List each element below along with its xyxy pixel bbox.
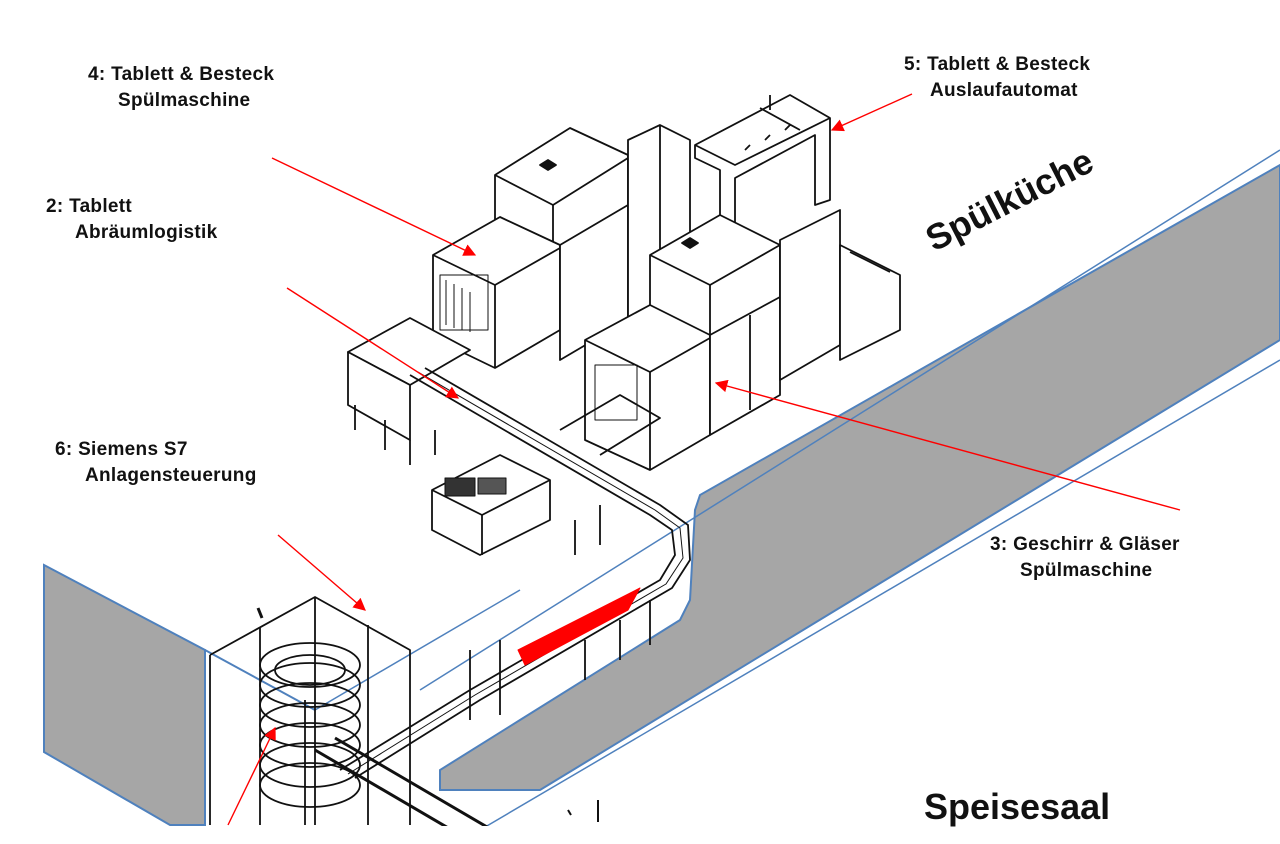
loading-table <box>347 317 471 465</box>
bottom-margin <box>0 826 1280 844</box>
arrow-callout-5 <box>830 93 913 132</box>
arrow-callout-3 <box>714 379 1181 511</box>
dishes-glasses-dishwasher <box>584 209 901 471</box>
callout-6-line2: Anlagensteuerung <box>85 465 257 486</box>
callout-2-line2: Abräumlogistik <box>75 222 218 243</box>
arrow-callout-4 <box>271 157 477 256</box>
callout-3-line2: Spülmaschine <box>1020 560 1153 581</box>
callout-5-line1: 5: Tablett & Besteck <box>904 54 1091 75</box>
tray-conveyor <box>339 367 691 779</box>
callout-5-line2: Auslaufautomat <box>930 80 1078 101</box>
callout-3: 3: Geschirr & Gläser Spülmaschine <box>990 532 1180 584</box>
callout-4: 4: Tablett & Besteck Spülmaschine <box>88 62 274 114</box>
partition-wall-left <box>43 563 521 826</box>
arrow-callout-1 <box>227 726 276 826</box>
callout-5: 5: Tablett & Besteck Auslaufautomat <box>904 52 1090 104</box>
machine-line-art <box>209 94 901 844</box>
tray-cutlery-unloader <box>694 94 831 241</box>
arrow-callout-2 <box>286 287 460 399</box>
callout-2: 2: Tablett Abräumlogistik <box>46 194 218 246</box>
callout-2-line1: 2: Tablett <box>46 196 133 217</box>
control-panel-highlight <box>517 587 641 666</box>
callout-arrows <box>227 93 1181 826</box>
arrow-callout-6 <box>277 534 366 611</box>
room-label-dining: Speisesaal <box>924 786 1111 827</box>
callout-4-line1: 4: Tablett & Besteck <box>88 64 275 85</box>
callout-4-line2: Spülmaschine <box>118 90 251 111</box>
callout-3-line1: 3: Geschirr & Gläser <box>990 534 1180 555</box>
basket-unit <box>431 454 551 556</box>
callout-6-line1: 6: Siemens S7 <box>55 439 188 460</box>
callout-6: 6: Siemens S7 Anlagensteuerung <box>55 437 257 489</box>
